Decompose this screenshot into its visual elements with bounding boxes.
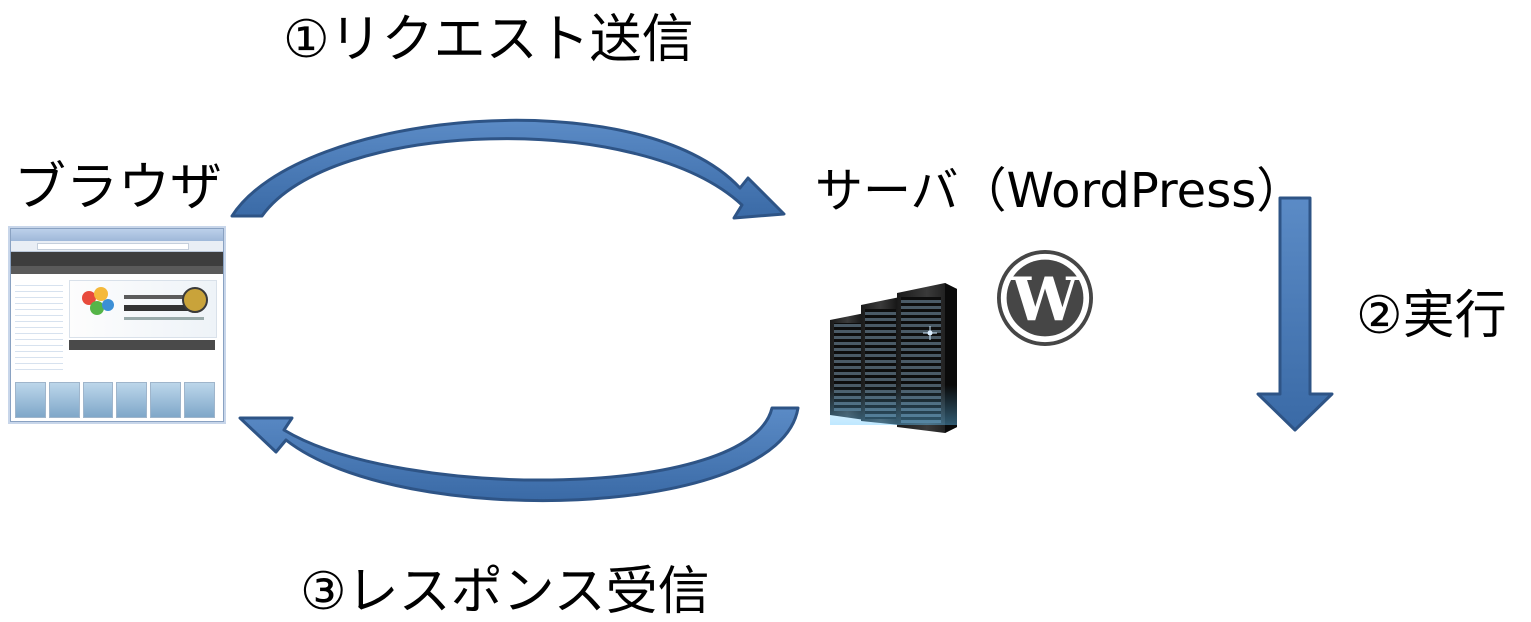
server-label: サーバ（WordPress） [815,163,1305,219]
site-header [11,252,223,266]
execute-label: ②実行 [1356,286,1507,346]
execute-arrow [1256,196,1334,432]
response-arrow [238,406,800,503]
browser-url-bar [11,241,223,252]
browser-label: ブラウザ [14,158,223,218]
site-content [11,274,223,421]
request-send-label: ①リクエスト送信 [283,10,694,70]
site-banner-bar [69,340,215,350]
wordpress-logo: W [997,250,1093,346]
response-receive-label: ③レスポンス受信 [300,562,710,622]
site-thumbnails [15,382,215,418]
award-seal-icon [182,287,208,313]
browser-screenshot [10,228,224,422]
request-arrow [230,118,786,220]
server-rack-icon [830,283,957,433]
site-hero [69,280,217,338]
svg-text:W: W [1011,265,1080,335]
site-sidebar [15,280,63,370]
site-nav [11,266,223,274]
browser-tab-bar [11,229,223,241]
